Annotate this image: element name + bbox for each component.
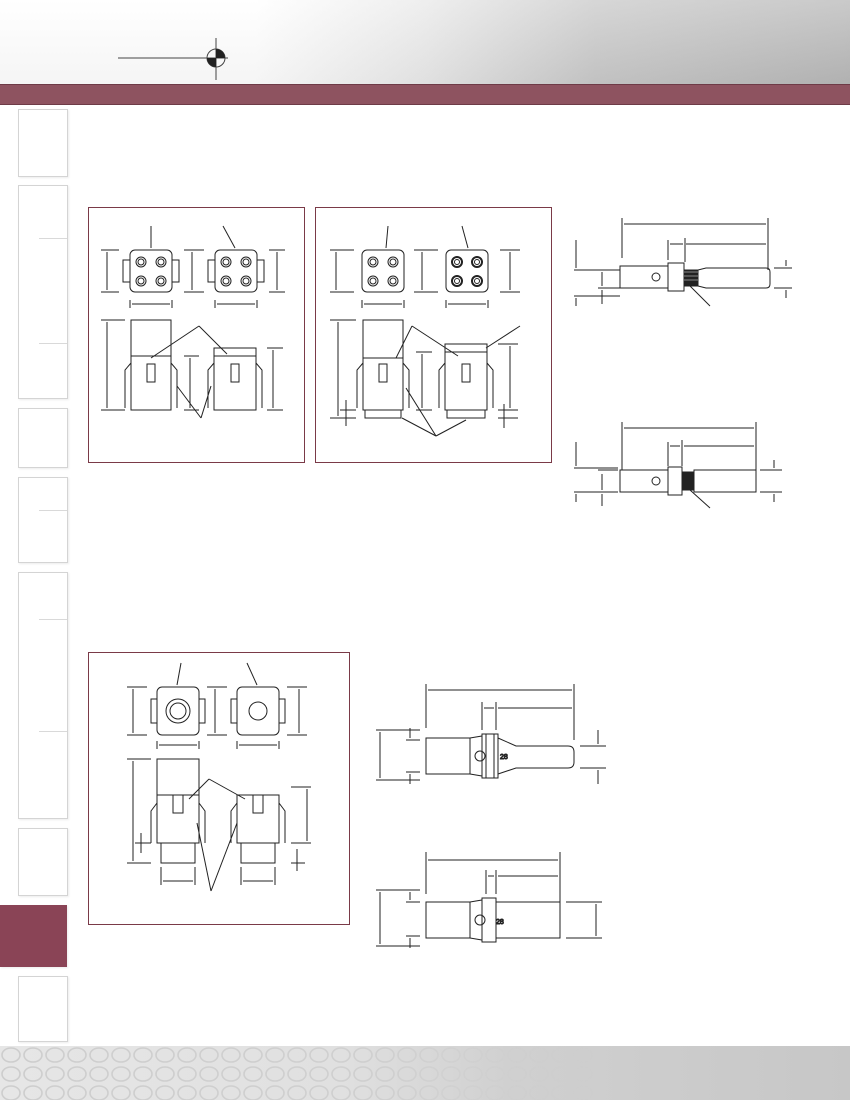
single-housing-drawing [127, 662, 311, 892]
header-background [0, 0, 850, 84]
footer-background [0, 1046, 850, 1100]
section-tab-active[interactable] [0, 905, 67, 967]
contact-pins-drawing-upper [574, 218, 792, 509]
header-band [0, 84, 850, 105]
socket-mark-label: 28 [496, 919, 504, 926]
connector-housing-drawing-a [101, 225, 285, 419]
section-tab-2[interactable] [18, 185, 68, 399]
panel-connector-housing-a [88, 207, 305, 463]
section-tab-1[interactable] [18, 109, 68, 177]
section-tab-4[interactable] [18, 477, 68, 563]
panel-single-housing [88, 652, 350, 925]
section-tab-5[interactable] [18, 572, 68, 819]
panel-connector-housing-b [315, 207, 552, 463]
pin-mark-label: 28 [500, 754, 508, 761]
contact-pins-drawing-lower: 28 28 [376, 684, 606, 948]
registration-mark-icon [118, 38, 228, 80]
section-tab-8[interactable] [18, 976, 68, 1042]
section-tab-3[interactable] [18, 408, 68, 468]
connector-housing-drawing-b [330, 225, 521, 437]
section-tab-6[interactable] [18, 828, 68, 896]
